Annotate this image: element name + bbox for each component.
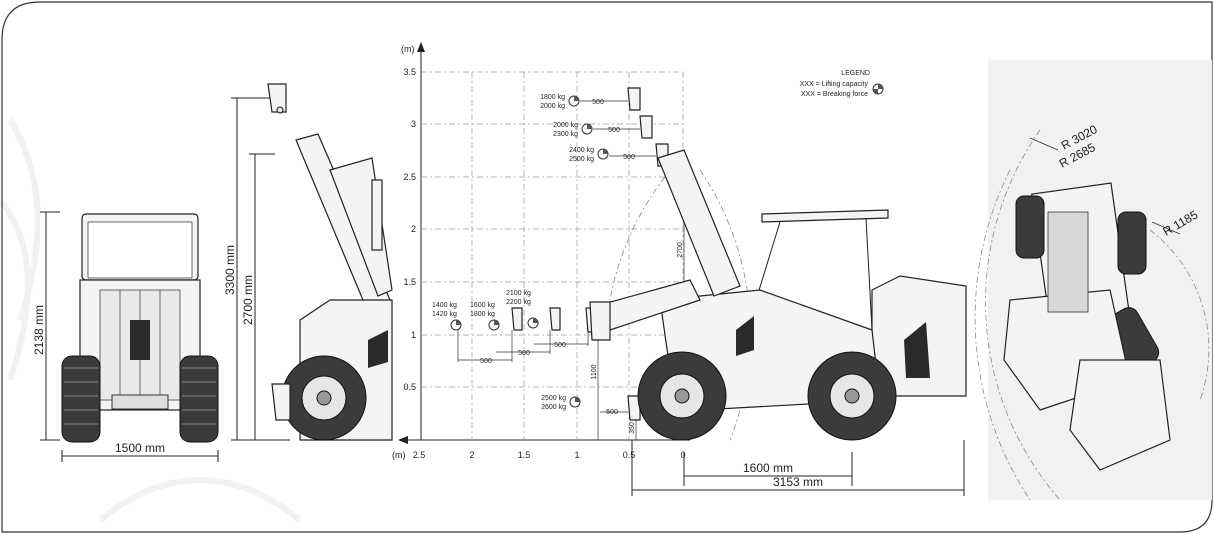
load-point: 2100 kg 2200 kg (506, 290, 539, 329)
dim-1100: 1100 (591, 364, 598, 379)
svg-text:1800 kg: 1800 kg (540, 94, 565, 101)
svg-text:2100 kg: 2100 kg (506, 290, 531, 297)
loader-side-view: 1600 mm 3153 mm (589, 149, 967, 496)
front-view: 2138 mm 1500 mm (32, 211, 219, 462)
x-tick: 2.5 (413, 450, 426, 460)
y-tick: 3 (411, 119, 416, 129)
load-point: 1400 kg 1420 kg (432, 302, 462, 331)
x-tick: 1.5 (518, 450, 531, 460)
y-tick: 3.5 (403, 67, 416, 77)
svg-text:1400 kg: 1400 kg (432, 302, 457, 309)
y-unit-label: (m) (401, 44, 415, 54)
legend-break: XXX = Breaking force (801, 91, 868, 98)
x-tick: 0 (680, 450, 685, 460)
max-height-label: 3300 mm (223, 245, 237, 295)
svg-text:500: 500 (608, 127, 620, 134)
load-point: 1600 kg 1800 kg (470, 302, 500, 331)
svg-text:2600 kg: 2600 kg (541, 404, 566, 411)
turning-radius-view: R 3020 R 2685 R 1185 (974, 60, 1212, 501)
x-unit-label: (m) (392, 450, 406, 460)
legend-lift: XXX = Lifting capacity (800, 81, 869, 88)
svg-text:2200 kg: 2200 kg (506, 299, 531, 306)
pin-height-label: 2700 mm (241, 275, 255, 325)
svg-text:500: 500 (554, 342, 566, 349)
x-tick: 1 (574, 450, 579, 460)
svg-text:500: 500 (623, 154, 635, 161)
svg-text:500: 500 (606, 409, 618, 416)
svg-text:2500 kg: 2500 kg (541, 395, 566, 402)
svg-text:500: 500 (592, 99, 604, 106)
svg-text:1420 kg: 1420 kg (432, 311, 457, 318)
y-tick: 2 (411, 224, 416, 234)
svg-text:1800 kg: 1800 kg (470, 311, 495, 318)
svg-text:2000 kg: 2000 kg (553, 122, 578, 129)
wheelbase-label: 1600 mm (743, 461, 793, 475)
y-tick: 1 (411, 330, 416, 340)
x-tick: 0.5 (623, 450, 636, 460)
svg-text:2400 kg: 2400 kg (569, 147, 594, 154)
svg-text:500: 500 (480, 358, 492, 365)
front-width-label: 1500 mm (115, 441, 165, 455)
y-tick: 0.5 (403, 382, 416, 392)
svg-text:2300 kg: 2300 kg (553, 131, 578, 138)
svg-text:500: 500 (518, 350, 530, 357)
load-point: 2000 kg 2300 kg 500 (553, 115, 653, 139)
legend-marker-icon (872, 83, 884, 95)
load-point: 2500 kg 2600 kg 500 (541, 395, 641, 421)
y-tick: 1.5 (403, 277, 416, 287)
load-point: 1800 kg 2000 kg 500 (540, 87, 641, 111)
svg-text:2500 kg: 2500 kg (569, 156, 594, 163)
overall-length-label: 3153 mm (773, 475, 823, 489)
svg-text:2000 kg: 2000 kg (540, 103, 565, 110)
dim-2700: 2700 (677, 242, 684, 258)
svg-text:1600 kg: 1600 kg (470, 302, 495, 309)
dim-350: 350 (629, 422, 636, 434)
load-point: 2400 kg 2500 kg 500 (569, 143, 669, 167)
front-height-label: 2138 mm (32, 305, 46, 355)
legend-title: LEGEND (841, 70, 870, 77)
x-tick: 2 (469, 450, 474, 460)
side-view: 3300 mm 2700 mm (223, 83, 393, 441)
y-tick: 2.5 (403, 172, 416, 182)
